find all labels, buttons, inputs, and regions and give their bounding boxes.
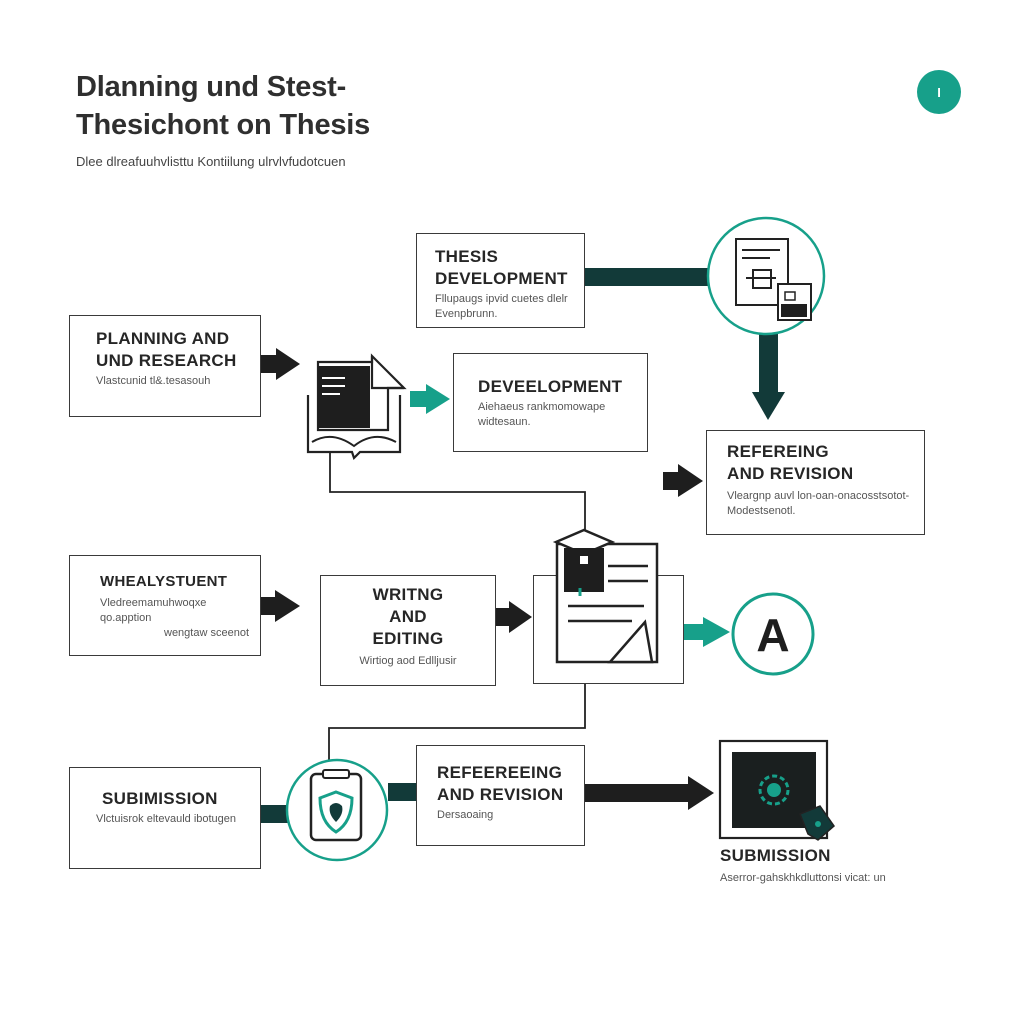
writing-label-1: WRITNG bbox=[372, 585, 444, 604]
connector-bar-down bbox=[759, 334, 778, 394]
document-figure-icon bbox=[706, 216, 826, 336]
book-document-icon bbox=[306, 353, 407, 461]
arrow-planning-book bbox=[261, 348, 300, 380]
node-development[interactable]: DEVEELOPMENT Aiehaeus rankmomowape widte… bbox=[453, 353, 648, 452]
connector-bar-shield bbox=[388, 783, 416, 801]
development-desc-2: widtesaun. bbox=[478, 416, 531, 428]
submission-right-label: SUBMISSION bbox=[720, 846, 831, 865]
submission-left-label: SUBIMISSION bbox=[102, 789, 218, 808]
refereing-desc-1: Vleargnp auvl lon-oan-onacosstsotot- bbox=[727, 490, 910, 502]
writing-desc: Wirtiog aod Edlljusir bbox=[359, 655, 457, 667]
refereeing2-label-2: AND REVISION bbox=[437, 785, 564, 804]
refereeing2-label-1: REFEEREEING bbox=[437, 763, 563, 782]
thesis-desc-2: Evenpbrunn. bbox=[435, 308, 498, 320]
arrow-down-refereing bbox=[752, 392, 785, 420]
development-desc-1: Aiehaeus rankmomowape bbox=[478, 401, 606, 413]
node-refereing-revision[interactable]: REFEREING AND REVISION Vleargnp auvl lon… bbox=[706, 430, 925, 535]
thesis-desc-1: Fllupaugs ipvid cuetes dlelr bbox=[435, 293, 568, 305]
page-subtitle: Dlee dlreafuuhvlisttu Kontiilung ulrvlvf… bbox=[76, 154, 346, 169]
thesis-label-2: DEVELOPMENT bbox=[435, 269, 568, 288]
step-badge[interactable]: I bbox=[917, 70, 961, 114]
connector-line-2 bbox=[328, 683, 586, 770]
node-submission-left[interactable]: SUBIMISSION Vlctuisrok eltevauld ibotuge… bbox=[69, 767, 261, 869]
node-writing-editing[interactable]: WRITNG AND EDITING Wirtiog aod Edlljusir bbox=[320, 575, 496, 686]
graduation-document-icon bbox=[552, 528, 659, 664]
shield-clipboard-icon bbox=[285, 758, 389, 862]
wealystuent-desc-2: wengtaw sceenot bbox=[164, 627, 249, 639]
arrow-refereeing-monitor bbox=[584, 776, 714, 810]
submission-left-desc: Vlctuisrok eltevauld ibotugen bbox=[96, 813, 237, 825]
refereing-desc-2: Modestsenotl. bbox=[727, 505, 796, 517]
connector-line-1 bbox=[329, 452, 586, 548]
wealystuent-desc-1: Vledreemamuhwoqxe qo.apption bbox=[100, 597, 207, 624]
thesis-label-1: THESIS bbox=[435, 247, 499, 266]
connector-bar-submission bbox=[260, 805, 288, 823]
submission-right-desc: Aserror-gahskhkdluttonsi vicat: un bbox=[720, 872, 886, 884]
title-line-1: Dlanning und Stest- bbox=[76, 71, 347, 103]
planning-desc: Vlastcunid tl&.tesasouh bbox=[96, 375, 211, 387]
node-wealystuent[interactable]: WHEALYSTUENT Vledreemamuhwoqxe qo.apptio… bbox=[69, 555, 261, 656]
refereing-label-1: REFEREING bbox=[727, 442, 829, 461]
node-refereeing-revision[interactable]: REFEEREEING AND REVISION Dersaoaing bbox=[416, 745, 585, 846]
refereeing2-desc: Dersaoaing bbox=[437, 809, 494, 821]
planning-label-1: PLANNING AND bbox=[96, 329, 230, 348]
page-title: Dlanning und Stest- Thesichont on Thesis bbox=[76, 68, 370, 144]
arrow-doc-grade bbox=[684, 617, 730, 647]
arrow-writing-doc bbox=[496, 601, 532, 633]
refereing-label-2: AND REVISION bbox=[727, 464, 854, 483]
arrow-book-development bbox=[410, 384, 450, 414]
writing-label-3: EDITING bbox=[372, 629, 444, 648]
node-planning-research[interactable]: PLANNING AND UND RESEARCH Vlastcunid tl&… bbox=[69, 315, 261, 417]
title-line-2: Thesichont on Thesis bbox=[76, 109, 371, 141]
arrow-wealy-writing bbox=[260, 590, 300, 622]
node-thesis-development[interactable]: THESIS DEVELOPMENT Fllupaugs ipvid cuete… bbox=[416, 233, 585, 328]
monitor-gear-icon bbox=[718, 739, 836, 841]
wealystuent-label: WHEALYSTUENT bbox=[100, 573, 228, 590]
svg-text:A: A bbox=[756, 609, 789, 661]
connector-bar-thesis bbox=[584, 268, 710, 286]
grade-a-icon: A bbox=[731, 592, 815, 676]
development-label: DEVEELOPMENT bbox=[478, 377, 623, 396]
arrow-to-refereing bbox=[663, 464, 703, 497]
planning-label-2: UND RESEARCH bbox=[96, 351, 237, 370]
writing-label-2: AND bbox=[389, 607, 427, 626]
